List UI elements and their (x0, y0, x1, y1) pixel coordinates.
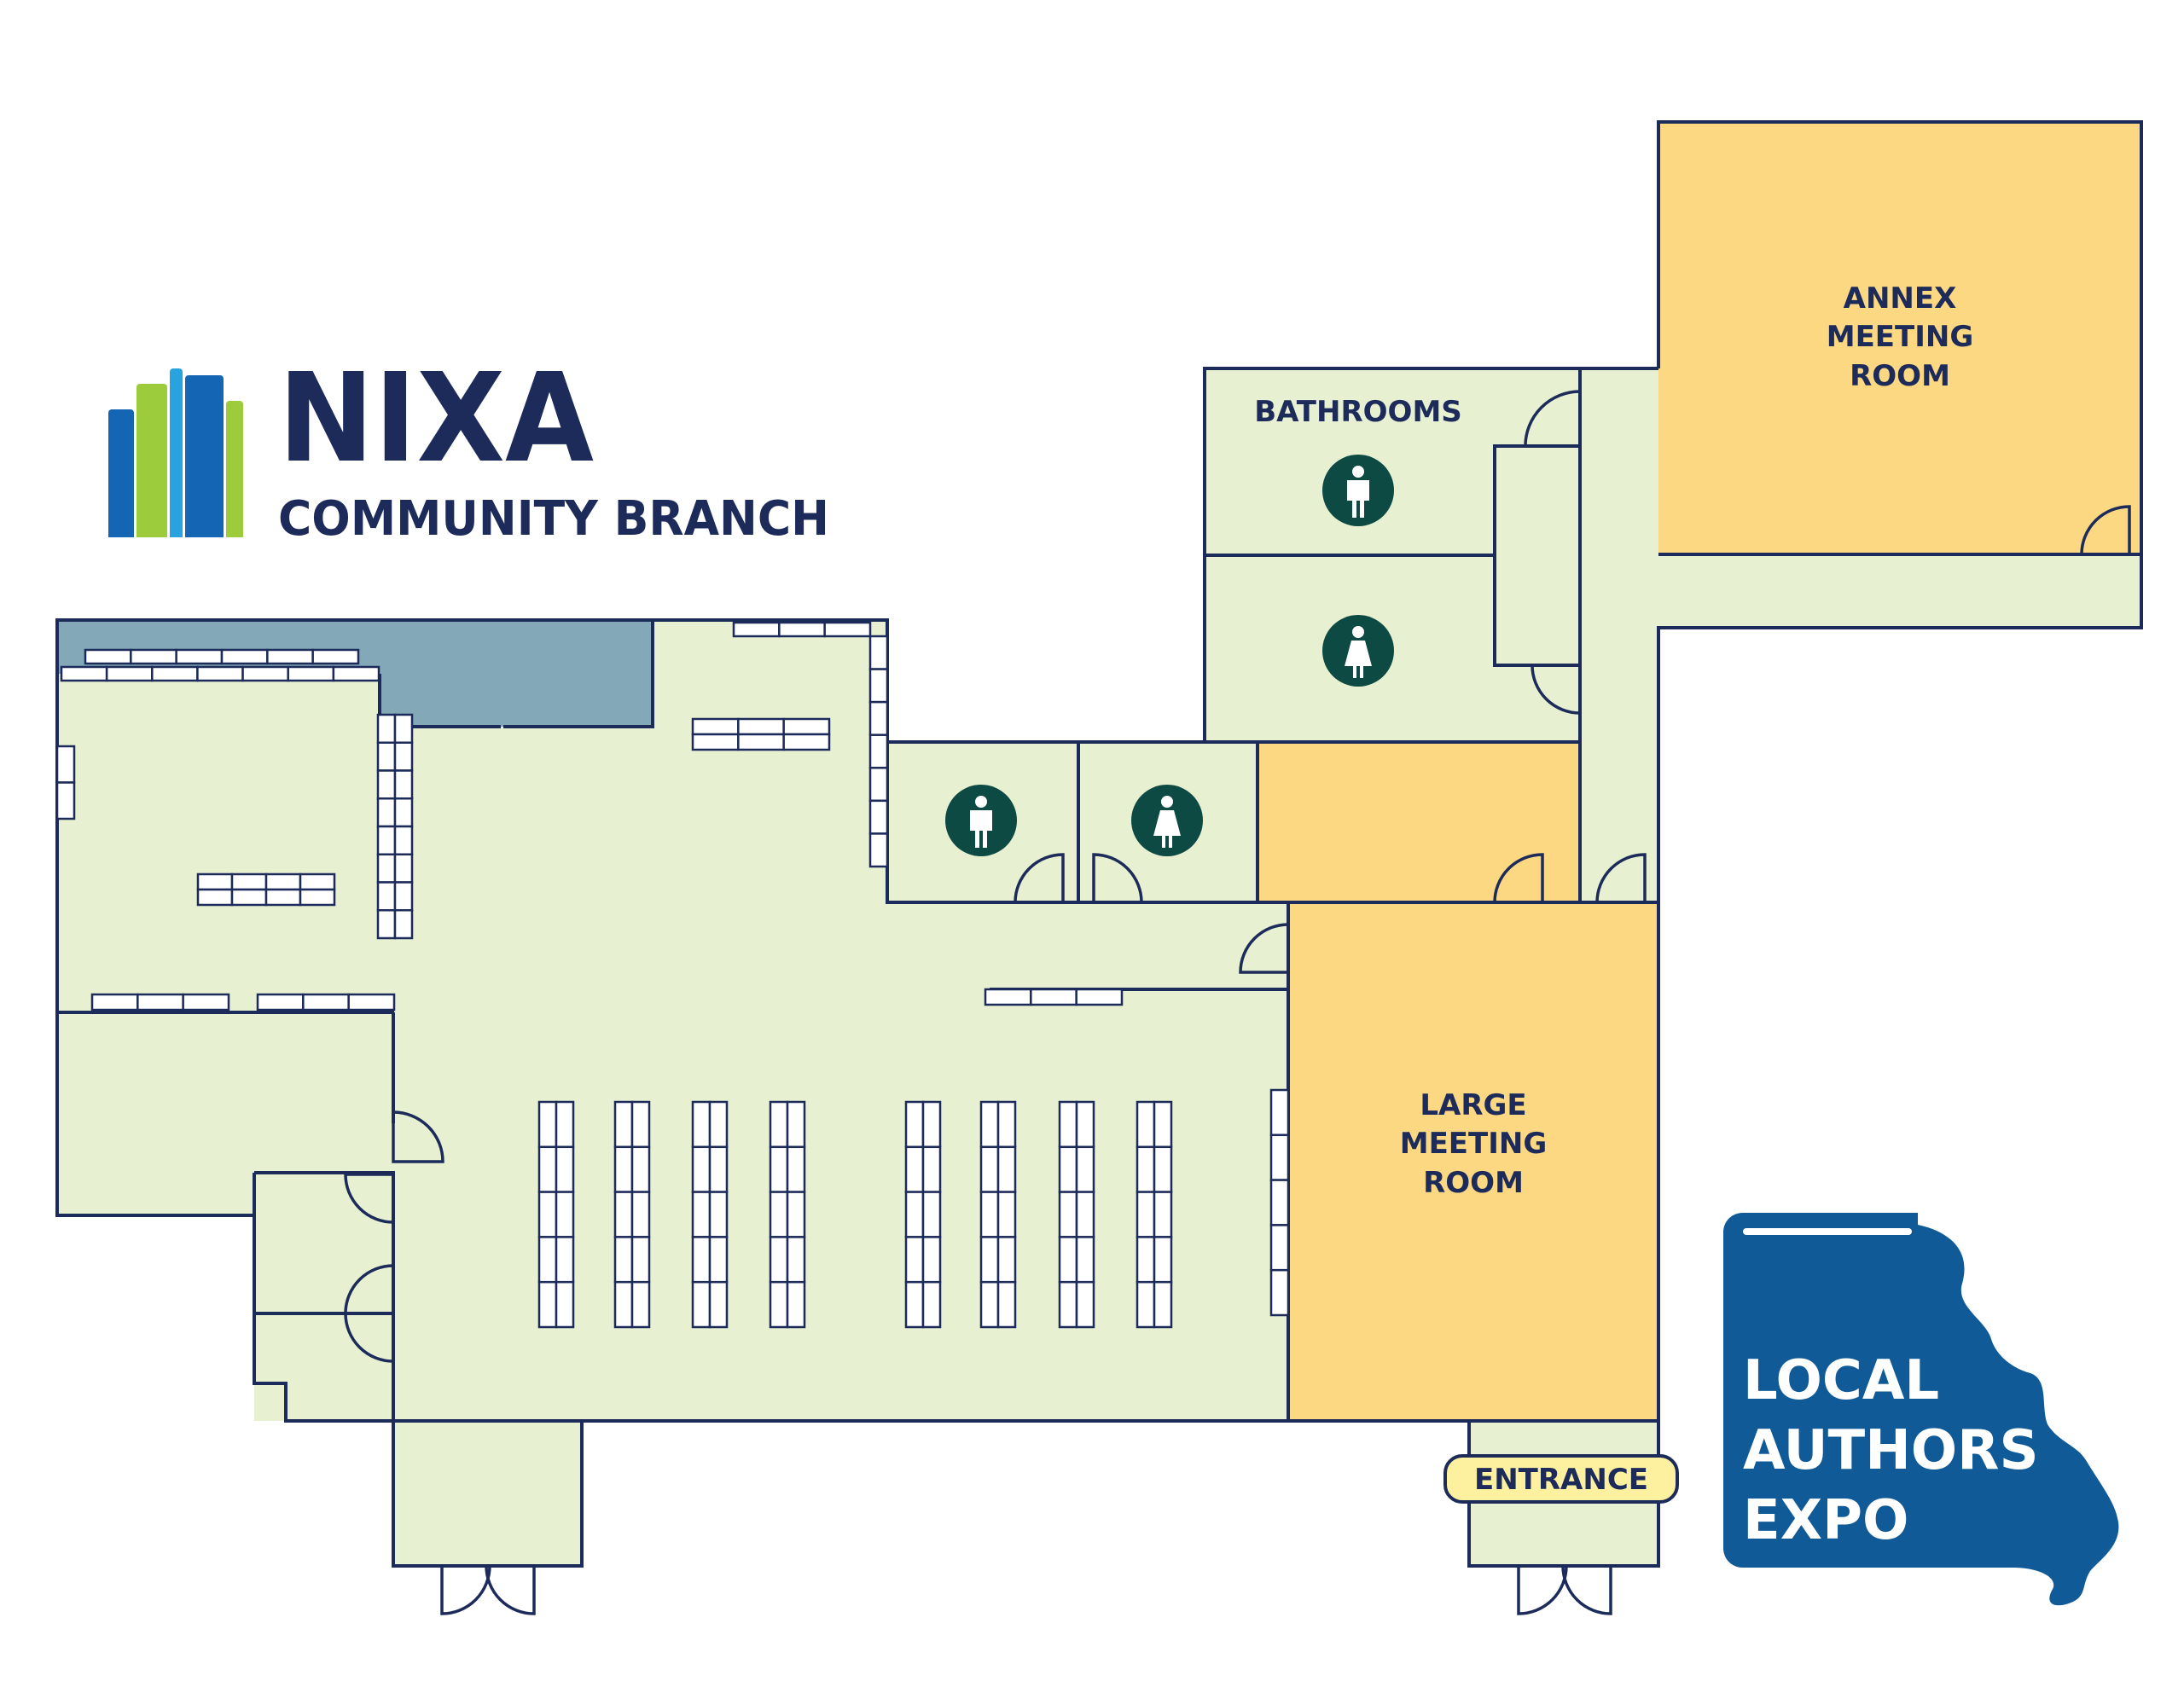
shelf-unit (691, 717, 831, 751)
shelf-unit (984, 988, 1124, 1006)
door-swing-icon (344, 1312, 395, 1363)
door-swing-icon (344, 1264, 395, 1315)
shelf-unit (868, 635, 889, 868)
door-swing-icon (392, 1110, 444, 1163)
annex-meeting-room-label: ANNEX MEETING ROOM (1827, 281, 1974, 393)
large-label-line-2: MEETING (1400, 1127, 1548, 1161)
door-swing-icon (1014, 853, 1065, 904)
expo-line-2: AUTHORS (1743, 1419, 2039, 1482)
door-swing-icon (1517, 1564, 1568, 1615)
expo-line-1: LOCAL (1743, 1349, 1939, 1412)
shelf-unit (90, 993, 230, 1012)
large-label-line-1: LARGE (1420, 1088, 1526, 1122)
expo-line-3: EXPO (1743, 1489, 1908, 1552)
shelf-unit (60, 665, 380, 682)
door-swing-icon (1561, 1564, 1612, 1615)
annex-label-line-1: ANNEX (1844, 281, 1957, 316)
annex-label-line-3: ROOM (1850, 359, 1950, 393)
nixa-logo: NIXA COMMUNITY BRANCH (108, 346, 829, 547)
door-swing-icon (1595, 853, 1647, 904)
local-authors-expo-badge: LOCAL AUTHORS EXPO (1723, 1213, 2119, 1606)
door-swing-icon (485, 1564, 536, 1615)
brand-title: NIXA (278, 346, 594, 490)
stack-unit (691, 1100, 729, 1329)
stack-unit (904, 1100, 942, 1329)
entrance-tag: ENTRANCE (1443, 1454, 1679, 1504)
door-swing-icon (440, 1564, 491, 1615)
womens-restroom-icon (1322, 615, 1394, 687)
door-swing-icon (344, 1173, 395, 1224)
shelving-units (55, 621, 1290, 1329)
stack-unit (1058, 1100, 1095, 1329)
stack-unit (537, 1100, 575, 1329)
mens-restroom-icon (1322, 455, 1394, 526)
annex-label-line-2: MEETING (1827, 320, 1974, 354)
shelf-unit (732, 621, 872, 638)
womens-restroom-icon (1131, 785, 1203, 856)
shelf-unit (256, 993, 396, 1012)
large-meeting-room-label: LARGE MEETING ROOM (1400, 1088, 1548, 1200)
stack-unit (769, 1100, 806, 1329)
stack-unit (1136, 1100, 1173, 1329)
shelf-unit (1269, 1088, 1290, 1317)
door-swing-icon (1092, 853, 1143, 904)
missouri-book-icon (1723, 1213, 2119, 1606)
door-swing-icon (1531, 664, 1582, 715)
stack-unit (613, 1100, 651, 1329)
door-swing-icon (1239, 923, 1290, 974)
shelf-unit (196, 872, 336, 907)
large-label-line-3: ROOM (1423, 1166, 1524, 1200)
door-swing-icon (2080, 505, 2131, 556)
door-swing-icon (1493, 853, 1544, 904)
stack-unit (979, 1100, 1017, 1329)
mens-restroom-icon (945, 785, 1017, 856)
entrance-label: ENTRANCE (1474, 1463, 1648, 1497)
shelf-unit (376, 713, 414, 940)
bathrooms-label: BATHROOMS (1254, 395, 1462, 429)
doors (344, 390, 2131, 1615)
door-swing-icon (1524, 390, 1582, 448)
shelf-unit (55, 745, 76, 820)
brand-subtitle: COMMUNITY BRANCH (278, 491, 829, 547)
shelf-unit (84, 648, 360, 665)
books-icon (108, 368, 243, 537)
